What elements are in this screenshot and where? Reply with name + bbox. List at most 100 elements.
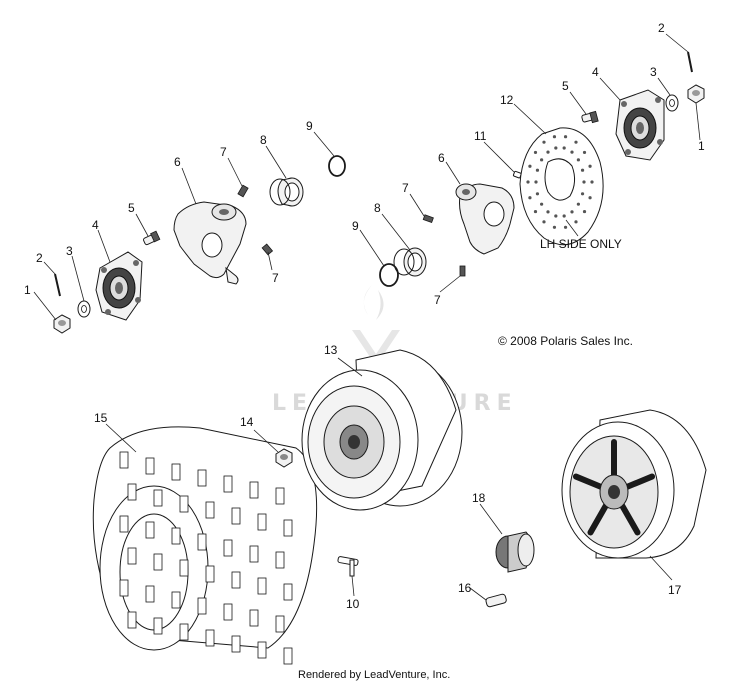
tire-tread-block <box>223 475 233 493</box>
part-1-nut-left[interactable] <box>53 314 71 334</box>
part-5-stud-right[interactable] <box>581 110 599 124</box>
part-2-cotter-pin-left[interactable] <box>54 273 61 297</box>
stem-10[interactable] <box>337 556 359 577</box>
tire-tread-block <box>127 483 137 501</box>
disc-hole <box>590 180 594 184</box>
tire-tread-block <box>197 469 207 487</box>
part-3-washer-right[interactable] <box>665 94 679 112</box>
disc-hole <box>563 135 568 139</box>
disc-hole <box>570 210 574 214</box>
tire-tread-block <box>145 457 155 475</box>
disc-hole <box>576 158 580 162</box>
wheel-spoke <box>619 502 641 536</box>
callout-16: 16 <box>458 581 472 595</box>
disc-hole <box>574 220 578 224</box>
tire-tread-block <box>275 487 285 505</box>
part-7-screw-left-lower[interactable] <box>261 243 274 256</box>
part-4-hub-right[interactable] <box>615 89 665 161</box>
part-5-stud-left[interactable] <box>143 230 161 246</box>
disc-hole <box>580 168 585 172</box>
part-8-bearing-right[interactable] <box>393 247 427 277</box>
disc-hole <box>535 192 540 196</box>
wheel-17[interactable] <box>561 409 707 559</box>
callout-12: 12 <box>500 93 514 107</box>
tire-tread-block <box>231 507 241 525</box>
disc-hole <box>554 146 558 150</box>
tire-tread-block <box>119 515 129 533</box>
part-2-cotter-pin-right[interactable] <box>687 51 693 73</box>
part-6-knuckle-right[interactable] <box>455 183 515 255</box>
copyright-note: © 2008 Polaris Sales Inc. <box>498 334 633 348</box>
tire-tread-block <box>205 501 215 519</box>
hub-cap-18[interactable] <box>495 531 535 573</box>
callout-6-left: 6 <box>174 155 181 169</box>
wheel-spoke <box>587 502 609 536</box>
disc-hole <box>582 180 586 184</box>
disc-hole <box>562 214 566 218</box>
tire-tread-block <box>145 585 155 603</box>
part-6-knuckle-left[interactable] <box>173 201 247 285</box>
callout-1-left: 1 <box>24 283 31 297</box>
tire-tread-block <box>283 583 293 601</box>
tire-tread-block <box>179 495 189 513</box>
tire-tread-block <box>231 571 241 589</box>
part-9-snap-ring-left[interactable] <box>328 155 346 177</box>
tire-tread-block <box>283 647 293 665</box>
disc-hole <box>533 150 538 155</box>
callout-7-right-lower: 7 <box>434 293 441 307</box>
callout-11: 11 <box>474 129 487 143</box>
callout-14: 14 <box>240 415 254 429</box>
disc-hole <box>526 180 530 184</box>
part-7-screw-right-upper[interactable] <box>422 214 434 224</box>
callout-7-right-upper: 7 <box>402 181 409 195</box>
callout-4-right: 4 <box>592 65 599 79</box>
tire-tread-block <box>127 611 137 629</box>
disc-hole <box>554 214 558 218</box>
part-7-screw-left-upper[interactable] <box>237 184 249 198</box>
disc-hole <box>552 135 557 139</box>
disc-hole <box>588 196 592 200</box>
tire-tread-block <box>275 551 285 569</box>
tire-tread-block <box>171 463 181 481</box>
callout-17: 17 <box>668 583 682 597</box>
part-12-brake-disc[interactable] <box>519 127 604 246</box>
disc-hole <box>582 209 587 214</box>
part-8-bearing-left[interactable] <box>269 177 304 207</box>
disc-hole <box>535 168 540 172</box>
tire-15[interactable] <box>92 426 318 665</box>
pin-16[interactable] <box>485 593 507 608</box>
callout-7-left-lower: 7 <box>272 271 279 285</box>
tire-tread-block <box>205 565 215 583</box>
part-1-nut-right[interactable] <box>687 84 705 104</box>
tire-tread-block <box>153 617 163 635</box>
callout-9-right: 9 <box>352 219 359 233</box>
tire-tread-block <box>179 623 189 641</box>
disc-hole <box>528 196 532 200</box>
wheel-13[interactable] <box>301 349 463 511</box>
part-9-snap-ring-right[interactable] <box>379 263 399 287</box>
callout-5-left: 5 <box>128 201 135 215</box>
callout-5-right: 5 <box>562 79 569 93</box>
callout-18: 18 <box>472 491 486 505</box>
callout-1-right: 1 <box>698 139 705 153</box>
tire-tread-block <box>283 519 293 537</box>
disc-hole <box>542 220 546 224</box>
tire-tread-block <box>127 547 137 565</box>
lh-side-only-note: LH SIDE ONLY <box>540 237 622 251</box>
tire-tread-block <box>145 521 155 539</box>
tire-tread-block <box>275 615 285 633</box>
callout-2-left: 2 <box>36 251 43 265</box>
tire-tread-block <box>249 545 259 563</box>
disc-hole <box>570 150 574 154</box>
nut-14[interactable] <box>275 448 293 468</box>
callout-7-left-upper: 7 <box>220 145 227 159</box>
disc-hole <box>580 192 585 196</box>
disc-hole <box>574 140 578 144</box>
callout-3-right: 3 <box>650 65 657 79</box>
callouts: 1 2 3 4 5 6 7 7 8 9 1 2 3 4 5 6 7 7 8 9 … <box>24 21 705 611</box>
part-3-washer-left[interactable] <box>77 300 91 318</box>
part-7-screw-right-lower[interactable] <box>459 265 466 277</box>
part-4-hub-left[interactable] <box>95 251 143 321</box>
tire-tread-block <box>257 641 267 659</box>
callout-3-left: 3 <box>66 244 73 258</box>
